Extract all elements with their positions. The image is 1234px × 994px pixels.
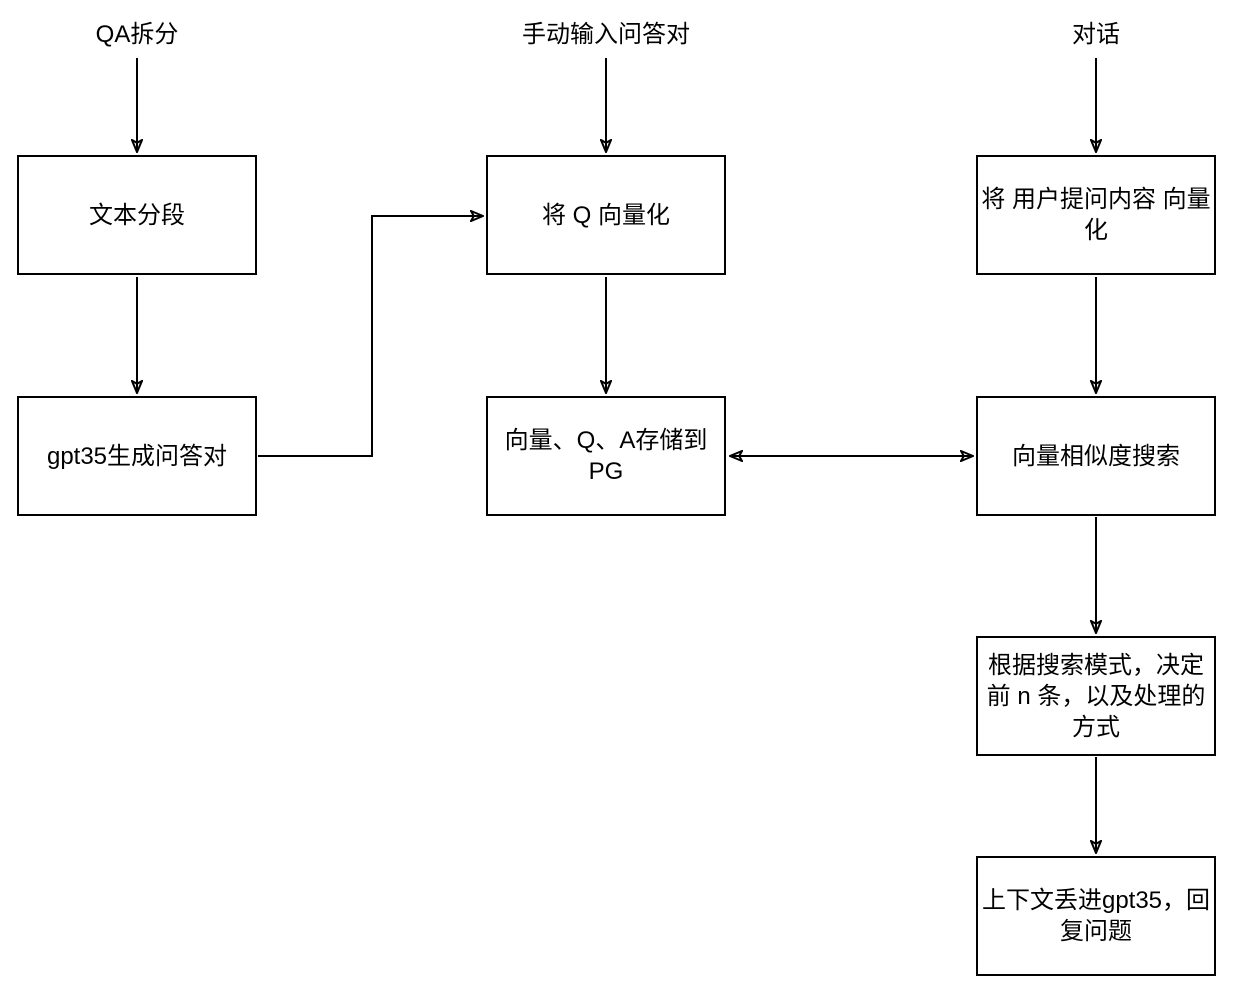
node-vectorize-user-question: 将 用户提问内容 向量 化 xyxy=(976,155,1216,275)
node-store-to-pg: 向量、Q、A存储到 PG xyxy=(486,396,726,516)
node-text-segmentation: 文本分段 xyxy=(17,155,257,275)
edge-gpt35-generate-qa-to-vectorize-q xyxy=(258,216,483,457)
entry-label-conversation: 对话 xyxy=(1072,21,1120,48)
node-gpt35-reply: 上下文丢进gpt35，回 复问题 xyxy=(976,856,1216,976)
entry-label-manual-input-qa: 手动输入问答对 xyxy=(522,21,690,48)
node-vectorize-q: 将 Q 向量化 xyxy=(486,155,726,275)
node-search-mode-decision: 根据搜索模式，决定 前 n 条，以及处理的 方式 xyxy=(976,636,1216,756)
node-vector-similarity-search: 向量相似度搜索 xyxy=(976,396,1216,516)
node-gpt35-generate-qa: gpt35生成问答对 xyxy=(17,396,257,516)
entry-label-qa-split: QA拆分 xyxy=(95,21,179,48)
